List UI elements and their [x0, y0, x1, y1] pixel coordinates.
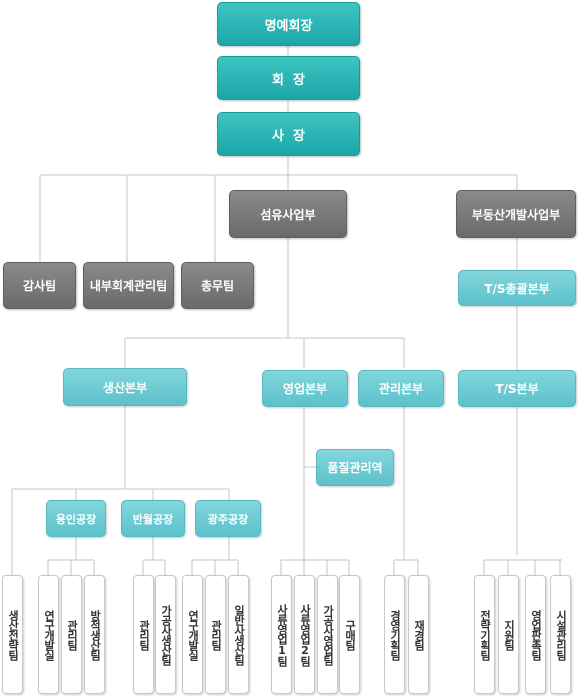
team-box: 관리팀	[61, 575, 82, 694]
team-box: 전략기획팀	[474, 575, 495, 694]
team-box: 일반사생산팀	[228, 575, 249, 694]
team-label: 구매팀	[343, 619, 357, 650]
team-box: 가공사생산팀	[155, 575, 176, 694]
team-label: 전략기획팀	[478, 609, 492, 660]
internal-accounting-team-box: 내부회계관리팀	[83, 262, 174, 309]
team-box: 연구개발실	[182, 575, 203, 694]
chairman-box: 회 장	[217, 56, 360, 100]
team-label: 가공사영업팀	[321, 604, 335, 665]
team-box: 지원팀	[498, 575, 519, 694]
ts-general-hq-box: T/S총괄본부	[458, 270, 576, 306]
fiber-division-box: 섬유사업부	[229, 190, 347, 238]
team-label: 지원팀	[502, 619, 516, 650]
banwol-plant-box: 반월공장	[121, 500, 185, 537]
general-affairs-team-box: 총무팀	[181, 262, 254, 309]
president-box: 사 장	[217, 112, 360, 156]
team-label: 영업판촉팀	[529, 609, 543, 660]
honorary-chairman-box: 명예회장	[217, 2, 360, 46]
team-label: 생산전략팀	[6, 609, 20, 660]
team-box: 가공사영업팀	[317, 575, 338, 694]
team-box: 관리팀	[133, 575, 154, 694]
yongin-plant-box: 용인공장	[46, 500, 106, 537]
sales-hq-box: 영업본부	[262, 370, 348, 407]
team-label: 관리팀	[209, 619, 223, 650]
team-label: 연구개발실	[42, 609, 56, 660]
ts-hq-box: T/S본부	[458, 370, 576, 407]
team-label: 경영기획팀	[388, 609, 402, 660]
team-label: 사류영업2팀	[298, 603, 312, 666]
team-box: 방적생산팀	[84, 575, 105, 694]
audit-team-box: 감사팀	[3, 262, 76, 309]
production-hq-box: 생산본부	[63, 368, 187, 406]
quality-control-box: 품질관리역	[316, 449, 394, 486]
team-label: 일반사생산팀	[232, 604, 246, 665]
real-estate-division-box: 부동산개발사업부	[456, 190, 576, 238]
management-hq-box: 관리본부	[358, 370, 444, 407]
team-label: 사류영업1팀	[275, 603, 289, 666]
team-box: 사류영업1팀	[271, 575, 292, 694]
team-label: 재경팀	[412, 619, 426, 650]
team-box: 재경팀	[408, 575, 429, 694]
team-label: 시설관리팀	[554, 609, 568, 660]
team-label: 가공사생산팀	[159, 604, 173, 665]
team-box: 시설관리팀	[550, 575, 571, 694]
team-box: 사류영업2팀	[294, 575, 315, 694]
team-label: 연구개발실	[186, 609, 200, 660]
gwangju-plant-box: 광주공장	[195, 500, 261, 537]
team-box: 구매팀	[339, 575, 360, 694]
team-box: 경영기획팀	[384, 575, 405, 694]
team-box: 관리팀	[205, 575, 226, 694]
team-box: 영업판촉팀	[525, 575, 546, 694]
team-box: 연구개발실	[38, 575, 59, 694]
team-label: 관리팀	[65, 619, 79, 650]
team-label: 관리팀	[137, 619, 151, 650]
team-box: 생산전략팀	[2, 575, 23, 694]
team-label: 방적생산팀	[88, 609, 102, 660]
